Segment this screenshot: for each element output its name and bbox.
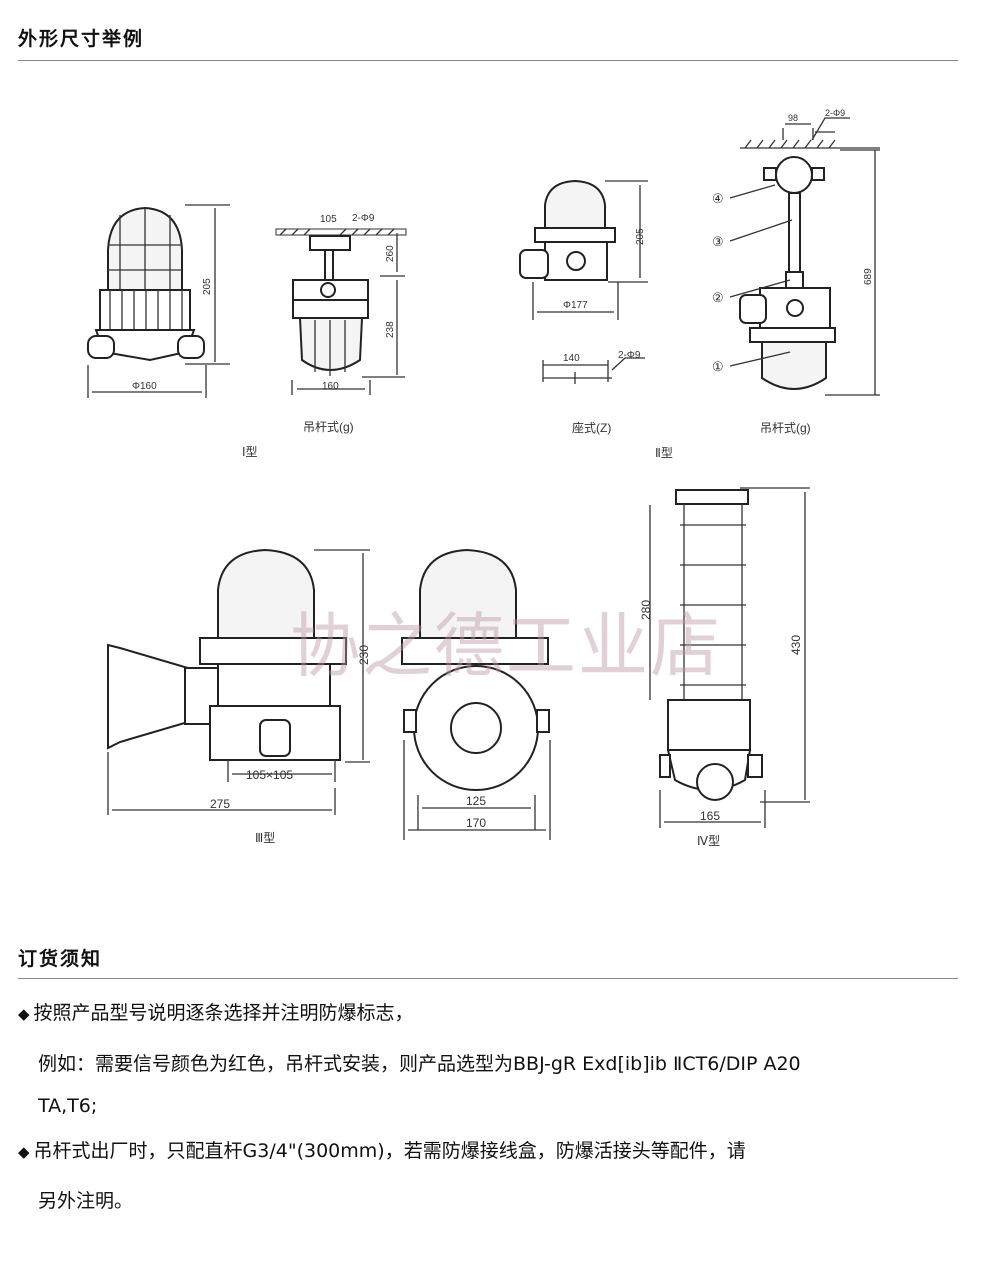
note-text: 吊杆式出厂时，只配直杆G3/4"(300mm)，若需防爆接线盒，防爆活接头等配件…	[33, 1140, 746, 1162]
dim-width: 160	[322, 381, 339, 392]
dim-width: Φ177	[563, 300, 588, 311]
type4-drawing: 280 430 165	[639, 487, 810, 828]
dim-holes: 2-Φ9	[618, 350, 641, 361]
part-4-marker: ④	[712, 191, 724, 206]
type1-label: Ⅰ型	[242, 445, 258, 459]
type2-label: Ⅱ型	[655, 446, 673, 460]
caption-hanging: 吊杆式(g)	[303, 420, 354, 434]
type2-hanging-drawing: 98 2-Φ9 689 ④ ③ ② ①	[712, 108, 880, 396]
dim-rod: 260	[385, 245, 396, 262]
section-title-dimensions: 外形尺寸举例	[18, 28, 145, 50]
diamond-bullet-icon: ◆	[18, 1005, 30, 1023]
dim-inner: 125	[466, 794, 486, 808]
divider	[18, 978, 958, 979]
type3-label: Ⅲ型	[255, 831, 275, 845]
dim-width: 170	[466, 816, 486, 830]
type3-front-drawing: 125 170	[401, 548, 551, 840]
part-3-marker: ③	[712, 234, 724, 249]
dim-holes: 2-Φ9	[352, 213, 375, 224]
dim-base: 105×105	[246, 768, 293, 782]
dim-height: 205	[202, 278, 213, 295]
part-1-marker: ①	[712, 359, 724, 374]
note-1-example-cont: TA,T6;	[38, 1095, 98, 1117]
section-title-ordering: 订货须知	[18, 948, 103, 970]
ordering-note-1: ◆按照产品型号说明逐条选择并注明防爆标志，	[18, 1004, 414, 1023]
dim-holes: 2-Φ9	[825, 108, 845, 118]
dim-length: 275	[210, 797, 230, 811]
type3-side-drawing: 230 105×105 275	[107, 548, 371, 815]
note-text: 按照产品型号说明逐条选择并注明防爆标志，	[33, 1002, 414, 1024]
note-1-example: 例如：需要信号颜色为红色，吊杆式安装，则产品选型为BBJ-gR Exd[ib]i…	[38, 1053, 801, 1075]
note-2-cont: 另外注明。	[38, 1190, 134, 1212]
dimension-drawings: 205 Φ160 105 2-Φ9 260 238 160 吊杆式(g) Ⅰ型 …	[87, 108, 880, 848]
type2-seat-drawing: 205 Φ177 140 2-Φ9	[519, 179, 648, 384]
dim-body: 238	[385, 321, 396, 338]
dim-height: 430	[789, 635, 803, 655]
diamond-bullet-icon: ◆	[18, 1143, 30, 1161]
dim-height: 689	[863, 268, 874, 285]
type1-dimensions: 205 Φ160	[87, 204, 230, 398]
divider	[18, 60, 958, 61]
dim-height: 205	[635, 228, 646, 245]
dim-width: 165	[700, 809, 720, 823]
type4-label: Ⅳ型	[697, 834, 720, 848]
caption-seat: 座式(Z)	[572, 420, 611, 435]
dim-mount: 98	[788, 113, 798, 123]
dim-height: 230	[357, 645, 371, 665]
dim-width: Φ160	[132, 381, 157, 392]
type1-hanging-dimensions: 105 2-Φ9 260 238 160	[291, 213, 405, 395]
dim-spacing: 140	[563, 353, 580, 364]
dim-mount: 105	[320, 214, 337, 225]
type1-fixture-drawing	[87, 206, 205, 362]
type1-hanging-drawing	[275, 228, 407, 376]
part-2-marker: ②	[712, 290, 724, 305]
dim-cage: 280	[639, 600, 653, 620]
watermark: 协之德工业店	[290, 605, 722, 687]
caption-hanging-2: 吊杆式(g)	[760, 421, 811, 435]
ordering-note-2: ◆吊杆式出厂时，只配直杆G3/4"(300mm)，若需防爆接线盒，防爆活接头等配…	[18, 1142, 746, 1161]
